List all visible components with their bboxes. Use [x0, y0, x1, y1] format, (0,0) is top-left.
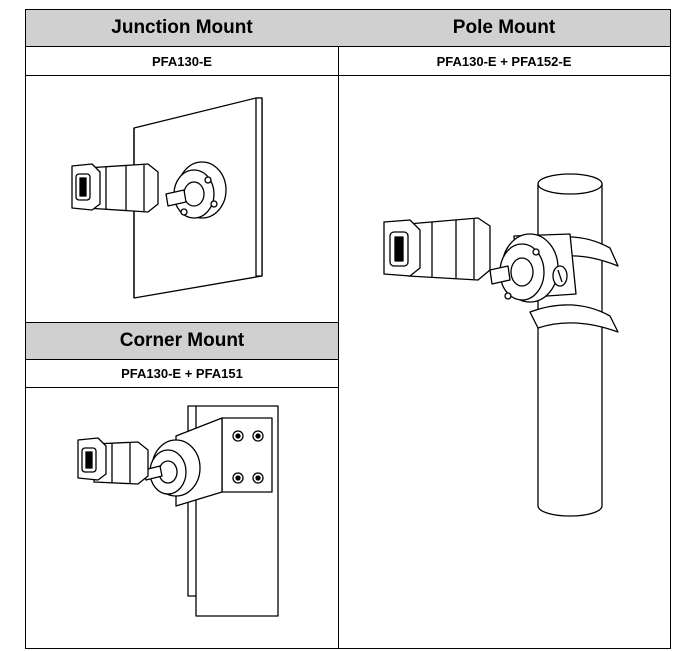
corner-mount-model: PFA130-E + PFA151: [121, 365, 243, 381]
bullet-camera-icon: [77, 437, 163, 485]
corner-mount-drawing: [77, 405, 279, 617]
pole-mount-header: Pole Mount: [338, 10, 670, 47]
corner-mount-illustration: [26, 388, 338, 648]
junction-box-icon: [149, 439, 201, 497]
bullet-camera-icon: [71, 163, 187, 213]
corner-mount-title: Corner Mount: [119, 330, 245, 351]
bullet-camera-icon: [383, 217, 511, 285]
pole-icon: [537, 173, 603, 517]
pole-mount-model-row: PFA130-E + PFA152-E: [338, 47, 670, 76]
left-column: Junction Mount PFA130-E: [26, 10, 339, 648]
junction-mount-illustration: [26, 76, 338, 324]
right-column: Pole Mount PFA130-E + PFA152-E: [338, 10, 670, 648]
corner-mount-header: Corner Mount: [26, 322, 338, 360]
junction-mount-title: Junction Mount: [111, 17, 253, 38]
pole-mount-model: PFA130-E + PFA152-E: [436, 53, 572, 69]
junction-mount-drawing: [71, 97, 263, 299]
corner-mount-model-row: PFA130-E + PFA151: [26, 359, 338, 388]
pole-mount-title: Pole Mount: [452, 17, 556, 38]
mount-options-table: Junction Mount PFA130-E: [25, 9, 671, 649]
pole-band-icon: [529, 236, 619, 333]
pole-mount-illustration: [338, 76, 670, 646]
junction-mount-model: PFA130-E: [152, 53, 212, 69]
junction-mount-header: Junction Mount: [26, 10, 338, 47]
corner-bracket-icon: [175, 405, 279, 617]
junction-box-icon: [499, 233, 577, 303]
junction-mount-model-row: PFA130-E: [26, 47, 338, 76]
pole-mount-drawing: [383, 173, 619, 517]
